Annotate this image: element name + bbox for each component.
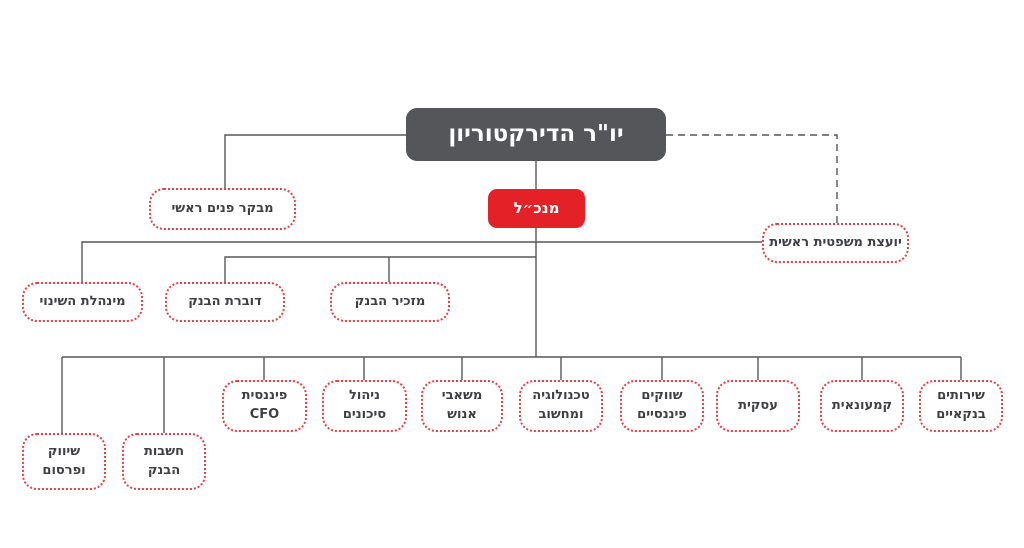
node-marketing-advertising: שיווק ופרסום (22, 433, 106, 490)
node-retail-division: קמעונאית (820, 380, 904, 432)
node-business-division: עסקית (716, 380, 800, 432)
node-bank-spokesperson: דוברת הבנק (165, 282, 285, 322)
node-change-administration: מינהלת השינוי (22, 282, 143, 322)
node-chairman: יו"ר הדירקטוריון (406, 108, 666, 161)
connector-rail-a (81, 241, 762, 282)
node-financial-markets: שווקים פיננסיים (620, 380, 704, 432)
node-finance-cfo: פיננסית CFO (222, 380, 307, 432)
connector-chairman-legal-dashed (666, 134, 838, 223)
node-ceo: מנכ״ל (488, 189, 585, 228)
connector-chairman-auditor (224, 134, 406, 188)
node-chief-legal-advisor: יועצת משפטית ראשית (762, 223, 909, 263)
node-bank-secretary: מזכיר הבנק (330, 282, 450, 322)
node-chief-internal-auditor: מבקר פנים ראשי (149, 188, 296, 230)
node-human-resources: משאבי אנוש (421, 380, 503, 432)
connector-rail-b (224, 256, 536, 282)
node-banking-services: שירותים בנקאיים (919, 380, 1003, 432)
node-risk-management: ניהול סיכונים (322, 380, 407, 432)
node-bank-accounting: חשבות הבנק (122, 433, 206, 490)
node-technology-computing: טכנולוגיה ומחשוב (519, 380, 603, 432)
